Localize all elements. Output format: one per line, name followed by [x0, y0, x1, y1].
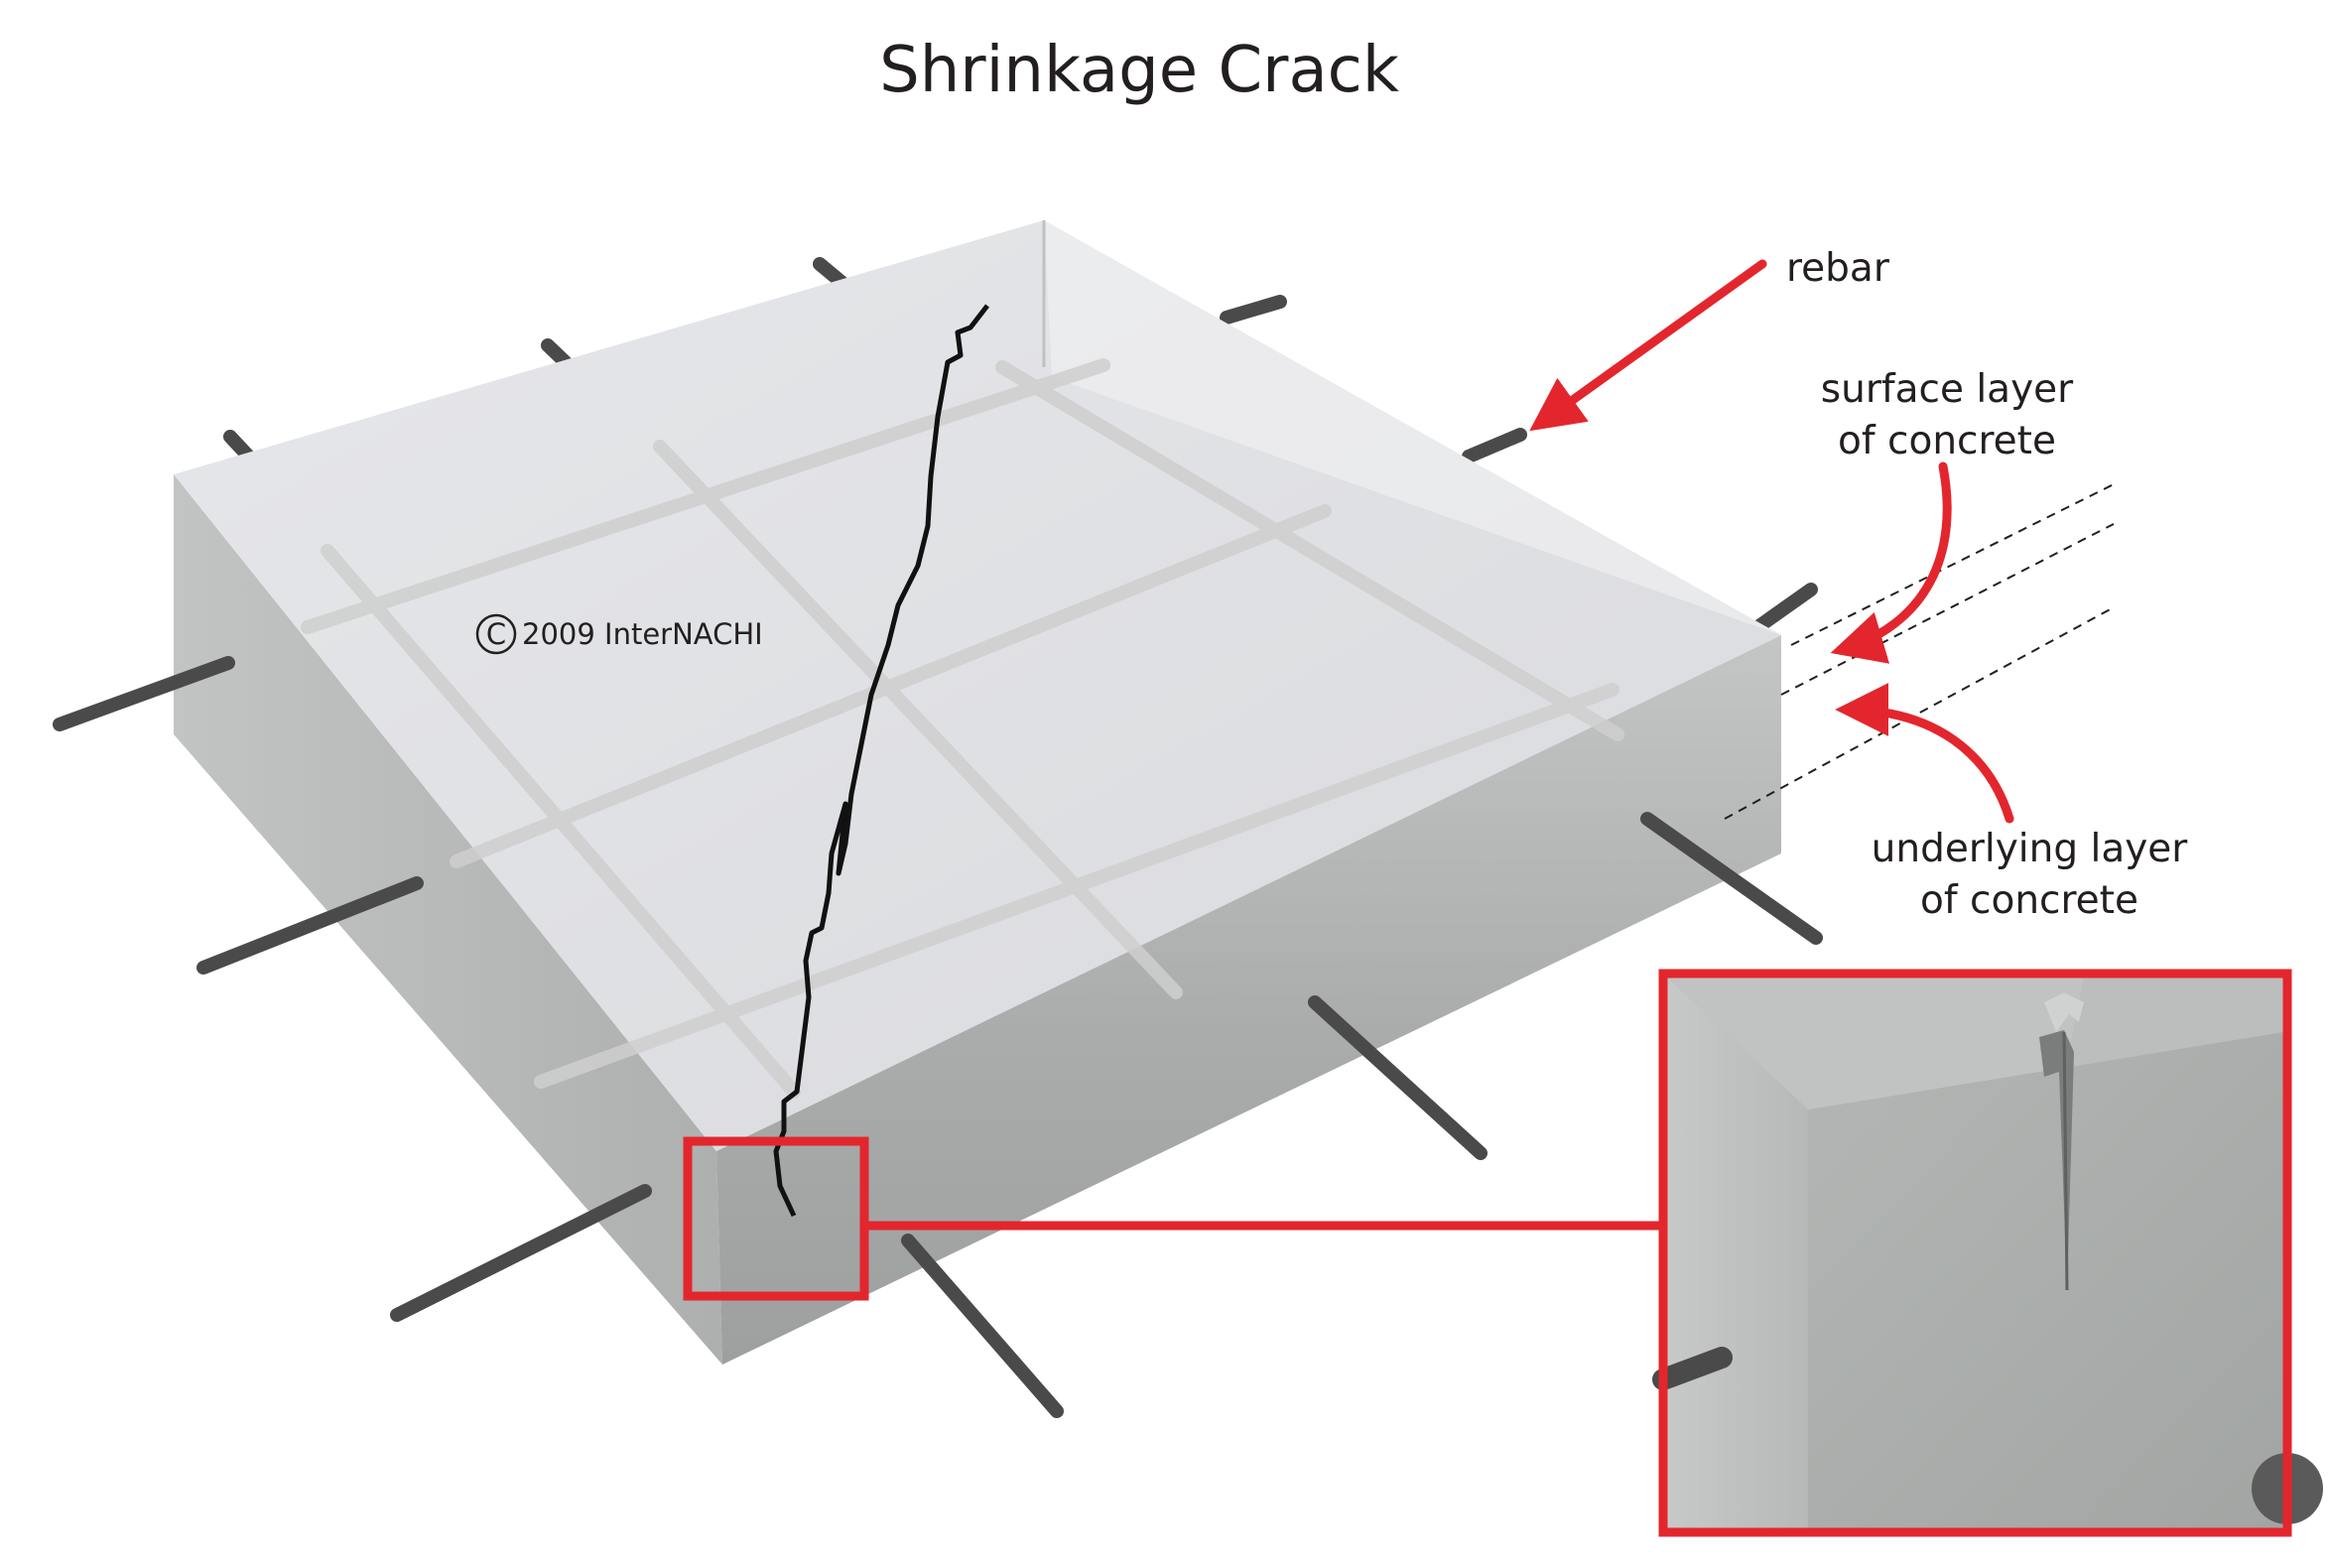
callout-arrows: [1529, 259, 2014, 824]
page-title: Shrinkage Crack: [879, 34, 1399, 107]
surface-layer-label-line-2: of concrete: [1838, 419, 2056, 463]
guide-line-3: [1724, 606, 2115, 820]
grid-bar-cross-2: [653, 440, 1183, 999]
grid-bar-cross-3: [995, 360, 1624, 741]
rebar-label: rebar: [1786, 246, 1890, 291]
rebar-front-2: [1308, 995, 1488, 1160]
rebar-front-1: [901, 1234, 1064, 1418]
slab-front-face: [716, 635, 1781, 1365]
zoom-inset-border: [1658, 969, 2292, 1537]
copyright-icon: [475, 613, 517, 655]
rebar-left-3: [390, 1184, 652, 1322]
zoom-top-face-lit: [1667, 978, 2084, 1110]
layer-guide-lines: [1724, 483, 2115, 820]
slab-back-edge: [1044, 220, 1781, 635]
rebar-left-1: [53, 656, 235, 731]
rebar-arrow: [1529, 259, 1767, 432]
surface-layer-arrow: [1830, 461, 1952, 664]
copyright-symbol: C: [486, 617, 506, 651]
copyright-notice: C 2009 InterNACHI: [475, 613, 763, 655]
rebar-front-3: [1640, 812, 1823, 945]
zoom-front-face: [1808, 1032, 2283, 1528]
slab-left-face: [174, 474, 722, 1365]
zoom-rebar-left: [1652, 1347, 1733, 1390]
underlying-layer-label-line-2: of concrete: [1920, 878, 2138, 923]
zoom-left-face: [1667, 978, 1808, 1528]
guide-line-2: [1780, 523, 2115, 696]
rebar-back-5: [1462, 428, 1527, 463]
embedded-rebar-grid: [301, 358, 1624, 1099]
underlying-layer-arrow: [1835, 683, 2014, 824]
rebar-front-group: [53, 656, 1823, 1418]
zoom-inset: [1652, 969, 2323, 1537]
surface-layer-label-line-1: surface layer: [1821, 367, 2074, 412]
shrinkage-crack-line: [773, 304, 989, 1218]
rebar-left-2: [196, 876, 424, 975]
copyright-text: 2009 InterNACHI: [522, 617, 763, 651]
guide-line-1: [1790, 483, 2115, 646]
underlying-layer-label-line-1: underlying layer: [1872, 827, 2189, 871]
crack-highlight-box: [683, 1136, 869, 1301]
grid-bar-cross-1: [321, 544, 801, 1099]
rebar-back-4: [1220, 295, 1287, 325]
zoom-crack-edge: [2062, 1031, 2069, 1291]
zoom-crack-chip: [2044, 992, 2084, 1032]
